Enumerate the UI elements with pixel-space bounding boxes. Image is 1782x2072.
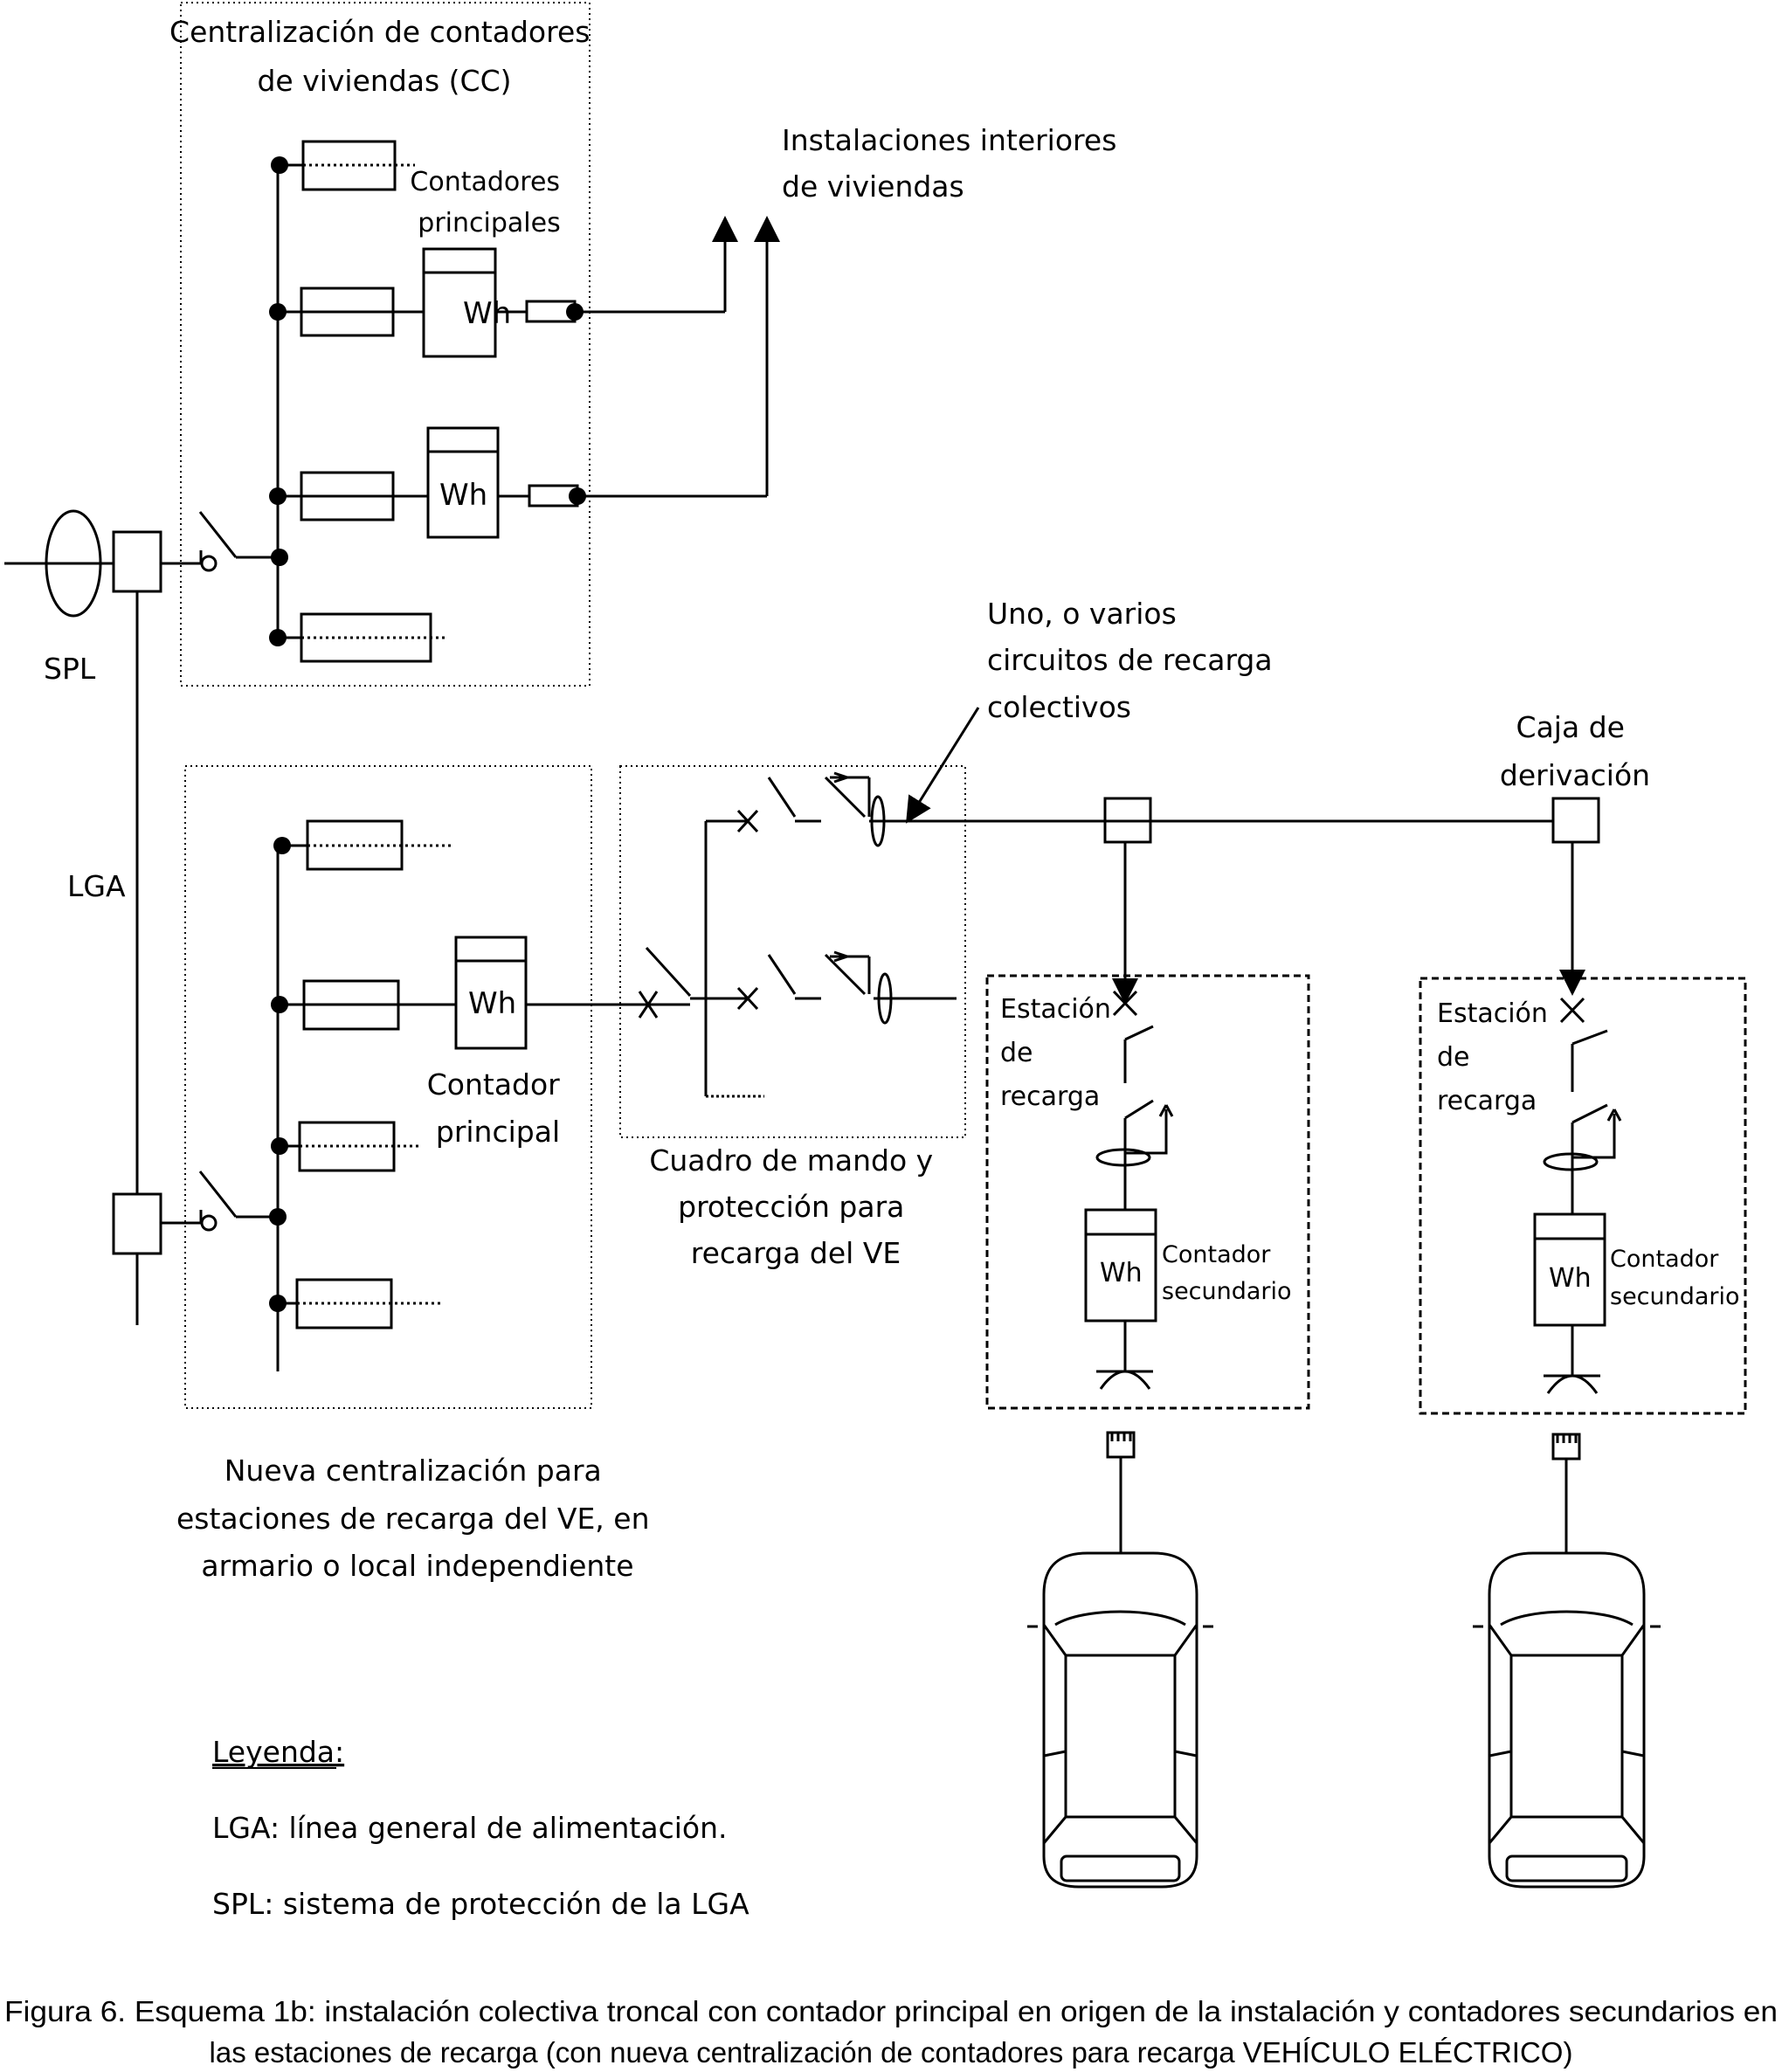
electric-car-icon — [1473, 1551, 1661, 1889]
cc-main-switch — [198, 511, 278, 572]
legend: Leyenda: LGA: línea general de alimentac… — [212, 1735, 749, 1921]
panel-circuit-1 — [706, 771, 1105, 847]
meter-wh-label: Wh — [468, 986, 516, 1021]
charging-station-1-boundary — [985, 974, 1310, 1410]
charging-station-1-equipment — [1084, 990, 1174, 1390]
charging-station-label: Estación de recarga — [1437, 998, 1556, 1116]
ev-main-switch — [198, 1171, 278, 1232]
cc-branch-1 — [278, 140, 415, 191]
junction-dots — [269, 156, 586, 1312]
charging-plug-icon — [1551, 1433, 1581, 1553]
charging-station-label: Estación de recarga — [1000, 994, 1119, 1112]
ev-branch-4 — [278, 1278, 444, 1330]
meter-wh-label: Wh — [439, 478, 487, 513]
caption-line-1: Figura 6. Esquema 1b: instalación colect… — [4, 1995, 1778, 2027]
charging-plug-icon — [1106, 1431, 1136, 1553]
cc-branch-2 — [278, 216, 738, 358]
charging-station-2-equipment — [1533, 997, 1622, 1394]
legend-item-lga: LGA: línea general de alimentación. — [212, 1811, 727, 1845]
spl-label: SPL — [44, 652, 96, 686]
meter-wh-label: Wh — [463, 296, 511, 331]
interior-installations-label: Instalaciones interiores de viviendas — [782, 123, 1126, 204]
panel-circuit-2 — [706, 950, 957, 1025]
charging-station-2-boundary — [1419, 977, 1747, 1415]
legend-title: Leyenda: — [212, 1735, 344, 1769]
circuits-pointer-arrow — [906, 707, 980, 824]
control-panel-label: Cuadro de mando y protección para recarg… — [649, 1143, 942, 1270]
meter-wh-label: Wh — [1100, 1258, 1143, 1288]
junction-box-label: Caja de derivación — [1500, 710, 1650, 792]
secondary-meter-label: Contador secundario — [1610, 1246, 1740, 1310]
ev-branch-1 — [276, 819, 454, 871]
secondary-meter-label: Contador secundario — [1162, 1241, 1292, 1305]
spl-symbol — [4, 509, 201, 618]
junction-box-2 — [1551, 797, 1600, 844]
figure-caption: Figura 6. Esquema 1b: instalación colect… — [4, 1995, 1778, 2069]
electric-car-icon — [1027, 1551, 1213, 1889]
text-labels: Centralización de contadores de vivienda… — [44, 15, 1740, 1583]
meter-wh-label: Wh — [1549, 1263, 1592, 1294]
new-centralization-label: Nueva centralización para estaciones de … — [176, 1454, 659, 1583]
cc-title: Centralización de contadores de vivienda… — [169, 15, 599, 98]
junction-box-1 — [1103, 797, 1152, 844]
caption-line-2: las estaciones de recarga (con nueva cen… — [210, 2036, 1573, 2069]
cc-dotted-boundary — [180, 2, 591, 687]
charging-circuits-label: Uno, o varios circuitos de recarga colec… — [987, 597, 1281, 724]
ev-branch-3 — [278, 1121, 419, 1172]
panel-input-breaker — [638, 946, 692, 1019]
lower-feeder-box — [112, 1192, 201, 1325]
legend-item-spl: SPL: sistema de protección de la LGA — [212, 1887, 749, 1921]
cc-branch-3 — [278, 216, 780, 539]
ev-branch-2 — [278, 936, 648, 1050]
cc-branch-4 — [278, 612, 446, 663]
main-meter-label: Contador principal — [427, 1067, 570, 1149]
main-meters-label: Contadores principales — [410, 167, 568, 238]
lga-label: LGA — [67, 869, 126, 903]
control-panel-dotted-boundary — [619, 765, 966, 1138]
